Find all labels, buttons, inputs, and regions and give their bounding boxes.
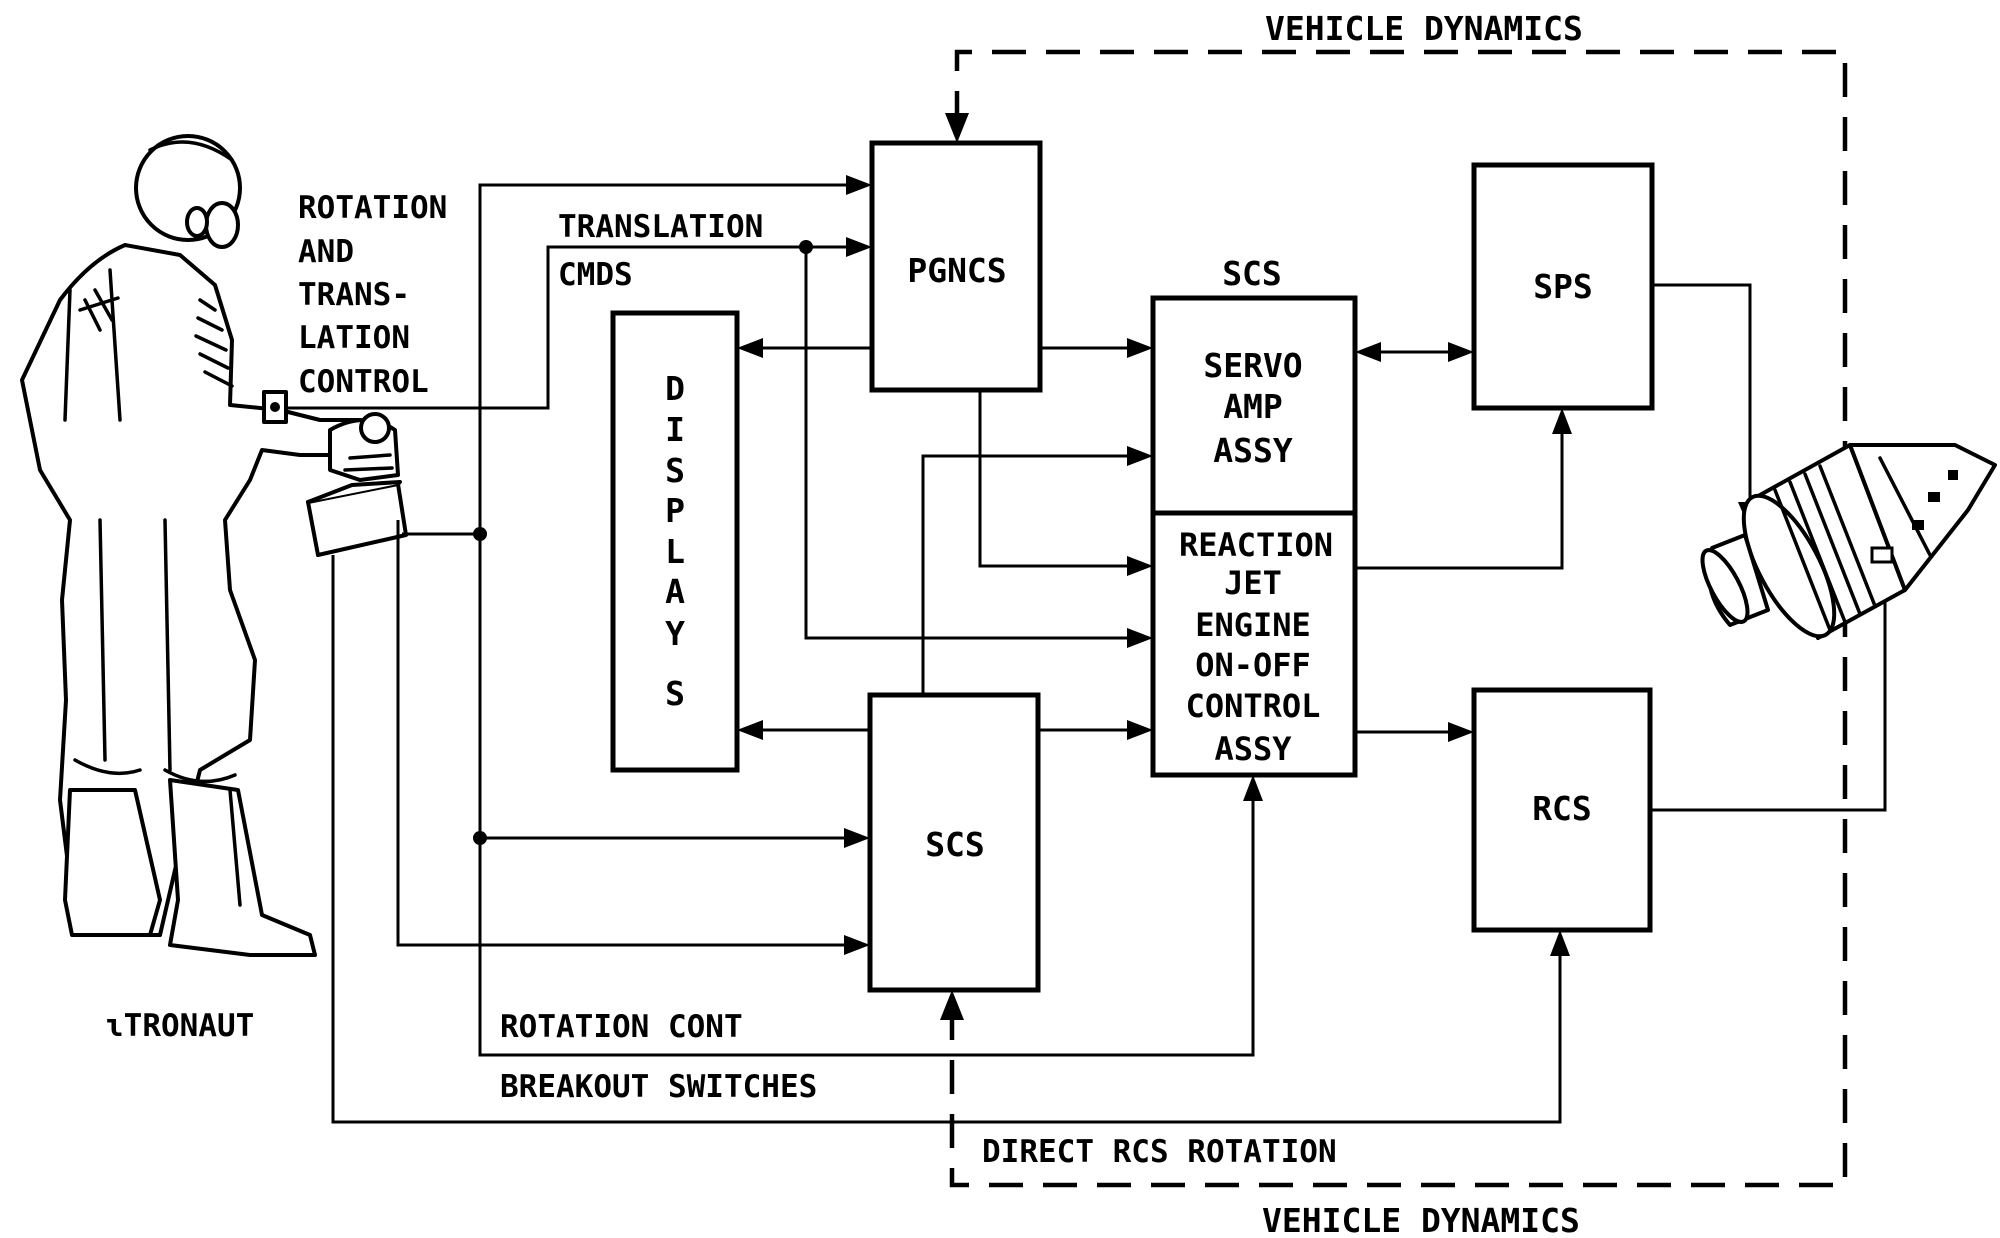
rcs-box [1471,687,1653,933]
reaction-jet-box [1150,510,1358,778]
servo-label: ASSY [1213,431,1293,470]
vehicle-dynamics-bottom-label: VEHICLE DYNAMICS [1262,1201,1580,1238]
pgncs-box [869,140,1043,393]
displays-box [610,310,740,773]
rotation-translation-label: TRANS- [298,277,410,313]
reaction-jet-label: ENGINE [1195,606,1311,644]
reaction-jet-label: ASSY [1214,730,1292,768]
vehicle-dynamics-top-label: VEHICLE DYNAMICS [1265,9,1583,48]
rotation-translation-label: ROTATION [298,190,447,226]
reaction-jet-label: CONTROL [1186,687,1321,725]
translation-cmds-label: TRANSLATION [558,209,763,245]
displays-letter: A [665,572,685,611]
servo-label: SERVO [1203,346,1302,385]
displays-letter: L [665,532,685,571]
direct-rcs-rotation-label: DIRECT RCS ROTATION [982,1134,1337,1170]
displays-letter: I [665,410,685,449]
pgncs-label: PGNCS [907,251,1006,290]
rotation-translation-label: LATION [298,320,410,356]
servo-label: AMP [1223,387,1283,426]
rcs-label: RCS [1532,789,1592,828]
reaction-jet-label: JET [1224,564,1282,602]
scs-label: SCS [925,825,985,864]
rotation-translation-label: CONTROL [298,364,429,400]
signal-lines [286,183,1887,1124]
displays-letter: D [665,369,685,408]
astronaut-illustration [20,134,408,957]
displays-letter: S [665,451,685,490]
translation-cmds-label: CMDS [558,257,633,293]
junction-dot [473,527,487,541]
displays-letter: S [665,674,685,713]
servo-amp-assy-box [1150,295,1358,516]
reaction-jet-label: ON-OFF [1195,646,1311,684]
displays-letter: P [665,491,685,530]
scs-group-label: SCS [1222,254,1282,293]
displays-letter: Y [665,614,685,653]
rotation-translation-label: AND [298,234,354,270]
junction-dot [473,831,487,845]
spacecraft-illustration [1700,443,1997,640]
scs-box [867,692,1041,993]
sps-label: SPS [1533,267,1593,306]
sps-box [1471,162,1655,411]
astronaut-label: ɩTRONAUT [105,1008,254,1044]
reaction-jet-label: REACTION [1179,526,1333,564]
junction-dot [799,240,813,254]
vehicle-dynamics-loop [949,49,1848,1188]
rotation-cont-label: ROTATION CONT [500,1009,743,1045]
breakout-switches-label: BREAKOUT SWITCHES [500,1069,817,1105]
